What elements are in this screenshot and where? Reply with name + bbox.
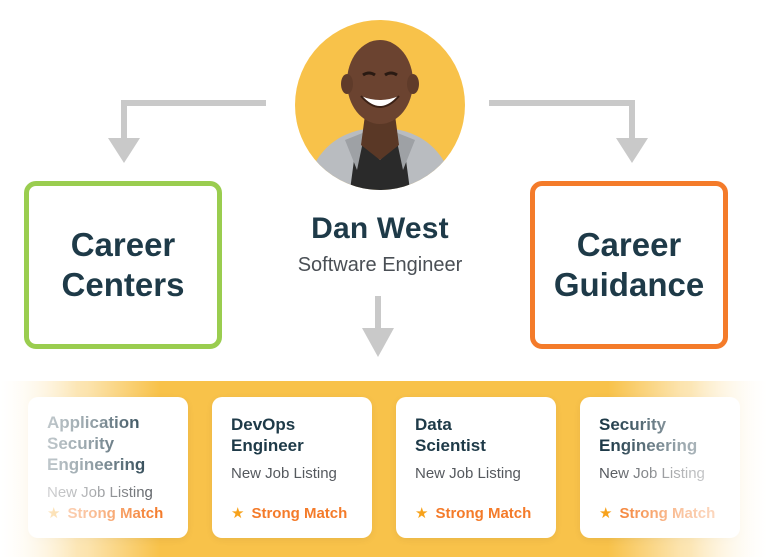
job-status: New Job Listing	[47, 484, 153, 501]
arrow-right-connector	[489, 100, 635, 140]
job-cards: Application Security Engineering New Job…	[0, 397, 768, 538]
star-icon: ★	[47, 505, 61, 522]
job-card[interactable]: Security Engineering New Job Listing ★ St…	[580, 397, 740, 538]
job-title: DevOps Engineer	[231, 415, 304, 455]
career-guidance-box[interactable]: Career Guidance	[530, 181, 728, 349]
career-centers-box[interactable]: Career Centers	[24, 181, 222, 349]
person-role: Software Engineer	[297, 254, 463, 276]
person-photo-icon	[305, 40, 455, 190]
job-title: Data Scientist	[415, 415, 486, 455]
job-card[interactable]: Data Scientist New Job Listing ★ Strong M…	[396, 397, 556, 538]
match-label: Strong Match	[619, 505, 716, 522]
star-icon: ★	[231, 505, 245, 522]
match-label: Strong Match	[435, 505, 532, 522]
star-icon: ★	[599, 505, 613, 522]
match-label: Strong Match	[251, 505, 348, 522]
person-name: Dan West	[311, 212, 449, 245]
match-badge: ★ Strong Match	[599, 504, 715, 522]
job-card[interactable]: DevOps Engineer New Job Listing ★ Strong …	[212, 397, 372, 538]
avatar	[295, 20, 465, 190]
arrow-down-icon	[616, 138, 648, 163]
arrow-down-icon	[108, 138, 140, 163]
match-badge: ★ Strong Match	[231, 504, 347, 522]
job-status: New Job Listing	[231, 465, 337, 482]
job-title: Application Security Engineering	[47, 413, 146, 474]
job-status: New Job Listing	[599, 465, 705, 482]
star-icon: ★	[415, 505, 429, 522]
match-badge: ★ Strong Match	[47, 504, 163, 522]
arrow-down-icon	[362, 328, 394, 357]
job-card[interactable]: Application Security Engineering New Job…	[28, 397, 188, 538]
job-title: Security Engineering	[599, 415, 698, 455]
career-centers-label: Career Centers	[61, 226, 185, 303]
match-label: Strong Match	[67, 505, 164, 522]
job-status: New Job Listing	[415, 465, 521, 482]
match-badge: ★ Strong Match	[415, 504, 531, 522]
career-guidance-label: Career Guidance	[553, 226, 705, 303]
arrow-left-connector	[121, 100, 266, 140]
